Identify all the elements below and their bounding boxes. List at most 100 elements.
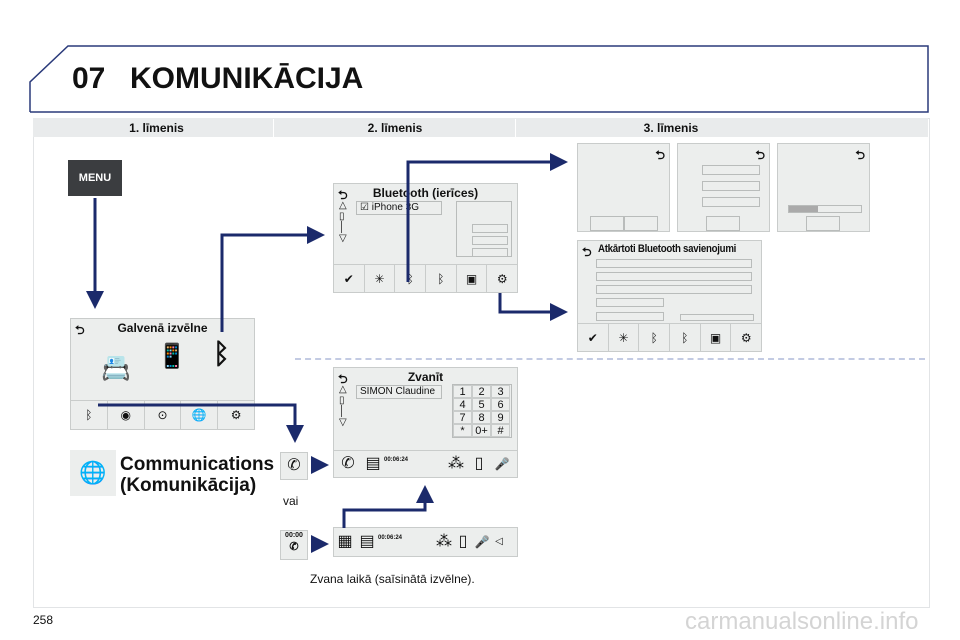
key[interactable]: * (453, 424, 472, 437)
button[interactable] (624, 216, 658, 231)
back-icon[interactable]: ⮌ (755, 148, 765, 162)
option-field[interactable] (702, 165, 760, 175)
scrollbar[interactable]: △▯│▽ (339, 384, 347, 428)
back-icon[interactable]: ⮌ (855, 148, 865, 162)
key[interactable]: # (491, 424, 510, 437)
column-level-1: 1. līmenis (129, 121, 184, 135)
slider[interactable] (680, 314, 754, 321)
field[interactable] (596, 298, 664, 307)
back-icon[interactable]: ⮌ (582, 245, 592, 259)
call-timer: 00:00 (285, 532, 303, 539)
transfer-icon[interactable]: ▯ (458, 533, 468, 550)
phone-icon[interactable]: ▣ (701, 324, 732, 351)
option-field[interactable] (702, 181, 760, 191)
phone-icon[interactable]: ▣ (457, 265, 488, 292)
arrow-to-reconnect (498, 293, 568, 321)
contacts-icon[interactable]: ▤ (359, 533, 375, 550)
globe-icon[interactable]: 🌐 (181, 401, 219, 429)
check-icon[interactable]: ✔ (334, 265, 365, 292)
key[interactable]: 2 (472, 385, 491, 398)
keypad-icon[interactable]: ▦ (337, 533, 353, 550)
column-level-2: 2. līmenis (273, 119, 516, 137)
key[interactable]: 4 (453, 398, 472, 411)
button[interactable] (590, 216, 624, 231)
back-icon[interactable]: ⮌ (338, 372, 348, 386)
option-field[interactable] (472, 236, 508, 245)
scrollbar[interactable]: △▯│▽ (339, 200, 347, 244)
key[interactable]: 5 (472, 398, 491, 411)
field[interactable] (596, 312, 664, 321)
contacts-icon[interactable]: ▤ (365, 455, 381, 472)
back-icon[interactable]: ⮌ (655, 148, 665, 162)
settings-icon[interactable]: ⚙ (496, 271, 508, 286)
key[interactable]: 7 (453, 411, 472, 424)
option-field[interactable] (472, 248, 508, 257)
page-number: 258 (33, 613, 54, 627)
disconnect-icon[interactable]: ᛒ (426, 265, 457, 292)
mute-icon[interactable]: 🎤 (494, 457, 510, 471)
hangup-timer[interactable]: 00:06:24 (378, 535, 403, 541)
device-item[interactable]: ☑ iPhone 3G (356, 201, 442, 215)
key[interactable]: 9 (491, 411, 510, 424)
option-field[interactable] (702, 197, 760, 207)
phone-icon: ✆ (289, 541, 299, 553)
disconnect-icon[interactable]: ᛒ (670, 324, 701, 351)
collapse-icon[interactable]: ◁ (495, 536, 503, 547)
hangup-timer[interactable]: 00:06:24 (384, 457, 409, 463)
media-icon[interactable]: ⊙ (145, 401, 182, 429)
active-call-button[interactable]: 00:00 ✆ (280, 530, 308, 560)
in-call-toolbar: ▦ ▤ 00:06:24 ⁂ ▯ 🎤 ◁ (333, 527, 518, 557)
contacts-icon[interactable]: 📇 (101, 355, 131, 382)
settings-icon[interactable]: ⚙ (230, 408, 242, 422)
communications-label: Communications(Komunikācija) (120, 454, 274, 496)
device-name: iPhone 3G (371, 202, 420, 213)
main-menu-screen: ⮌ Galvenā izvēlne 📇 📱 ᛒ ᛒ◉⊙🌐⚙ (70, 318, 255, 430)
column-level-3: 3. līmenis (515, 119, 826, 137)
communications-line1: Communications (120, 454, 275, 475)
search-devices-icon[interactable]: ✳ (609, 324, 640, 351)
reconnect-field[interactable] (596, 272, 752, 281)
phone-icon[interactable]: ✆ (341, 455, 355, 472)
bluetooth-phone-icon[interactable]: ᛒ (71, 401, 108, 429)
key[interactable]: 3 (491, 385, 510, 398)
call-title: Zvanīt (407, 370, 444, 384)
contact-item[interactable]: SIMON Claudine (356, 385, 442, 399)
arrow-to-level3 (406, 153, 568, 282)
button[interactable] (806, 216, 840, 231)
bluetooth-title: Bluetooth (ierīces) (372, 186, 479, 200)
call-log-icon[interactable]: 📱 (157, 343, 187, 370)
conference-icon[interactable]: ⁂ (436, 533, 452, 550)
mute-icon[interactable]: 🎤 (474, 535, 490, 549)
back-icon[interactable]: ⮌ (338, 188, 348, 202)
call-toolbar: ✆ ▤ 00:06:24 ⁂ ▯ 🎤 (333, 450, 518, 478)
key[interactable]: 6 (491, 398, 510, 411)
key[interactable]: 0+ (472, 424, 491, 437)
key[interactable]: 8 (472, 411, 491, 424)
communications-icon[interactable]: 🌐 (70, 450, 116, 496)
check-icon[interactable]: ✔ (578, 324, 609, 351)
menu-button[interactable]: MENU (68, 160, 122, 196)
key[interactable]: 1 (453, 385, 472, 398)
arrow-to-bluetooth (220, 226, 325, 332)
transfer-icon[interactable]: ▯ (474, 455, 484, 472)
arrow-to-keypad (342, 485, 434, 528)
bluetooth-devices-screen: ⮌ Bluetooth (ierīces) △▯│▽ ☑ iPhone 3G ✔… (333, 183, 518, 293)
connect-icon[interactable]: ᛒ (395, 265, 427, 292)
connect-icon[interactable]: ᛒ (639, 324, 671, 351)
back-icon[interactable]: ⮌ (75, 323, 85, 337)
main-menu-title: Galvenā izvēlne (117, 321, 208, 335)
column-header-bar (33, 118, 928, 137)
conference-icon[interactable]: ⁂ (448, 455, 464, 472)
button[interactable] (706, 216, 740, 231)
settings-icon[interactable]: ⚙ (740, 330, 752, 345)
option-field[interactable] (472, 224, 508, 233)
search-devices-icon[interactable]: ✳ (365, 265, 396, 292)
reconnect-field[interactable] (596, 285, 752, 294)
reconnect-field[interactable] (596, 259, 752, 268)
navigation-icon[interactable]: ◉ (108, 401, 145, 429)
phone-button[interactable]: ✆ (280, 452, 308, 480)
divider (295, 358, 925, 360)
bluetooth-icon[interactable]: ᛒ (213, 338, 230, 369)
